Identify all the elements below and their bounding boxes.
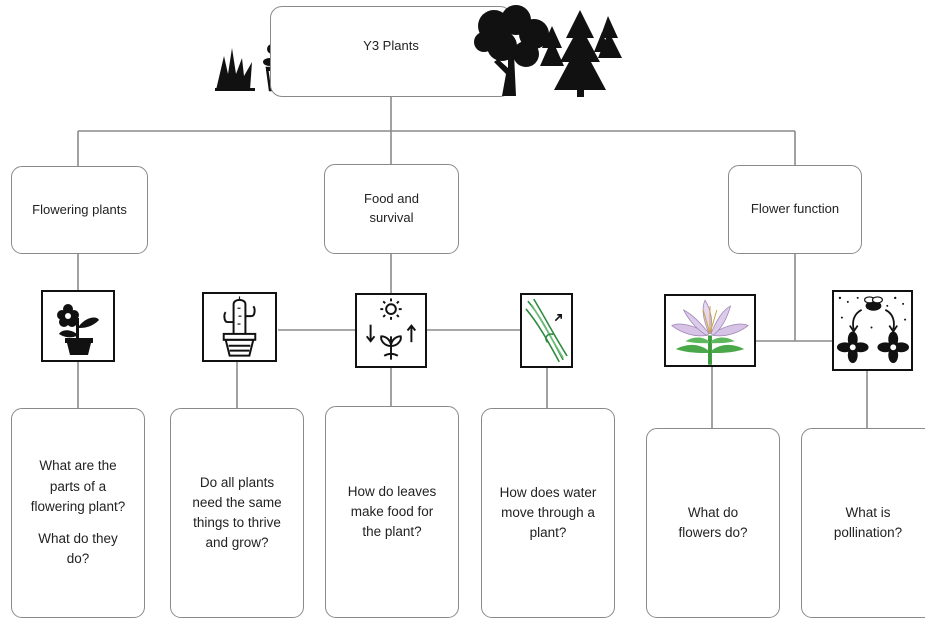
question-3-line-3: the plant?: [362, 524, 422, 540]
question-3-line-2: make food for: [350, 503, 434, 519]
pollination-icon: [832, 290, 913, 371]
question-3-line-1: How do leaves: [347, 483, 437, 499]
question-1b-line-2: do?: [66, 551, 90, 567]
stem-water-icon: [520, 293, 573, 368]
grass-icon: [215, 48, 255, 91]
question-box-plant-needs: Do all plants need the same things to th…: [170, 408, 304, 618]
sun-growth-icon: [355, 293, 427, 368]
tree-icon: [474, 5, 549, 96]
question-6-line-1: What is: [845, 504, 891, 520]
question-2-line-3: things to thrive: [193, 515, 281, 530]
question-2-line-4: and grow?: [205, 535, 269, 551]
question-1-line-3: flowering plant?: [30, 498, 126, 514]
topic-flowering-plants: Flowering plants: [11, 166, 148, 254]
question-2-line-2: need the same: [192, 494, 282, 510]
lily-flower-icon: [664, 294, 756, 367]
question-1b-line-1: What do they: [38, 531, 118, 547]
question-5-line-1: What do: [687, 504, 739, 520]
topic-flower-function-label: Flower function: [750, 201, 840, 217]
topic-flowering-plants-label: Flowering plants: [32, 201, 127, 217]
flower-pot-icon: [41, 290, 115, 362]
cactus-icon: [202, 292, 277, 362]
question-4-line-1: How does water: [499, 484, 597, 500]
topic-food-line-1: Food and: [364, 191, 419, 207]
question-1-line-1: What are the: [39, 458, 117, 474]
question-6-line-2: pollination?: [833, 525, 903, 540]
title-box: Y3 Plants: [270, 6, 512, 97]
topic-food-line-2: survival: [369, 210, 414, 225]
question-4-line-2: move through a: [501, 504, 595, 520]
question-1-line-2: parts of a: [49, 478, 107, 494]
topic-food-and-survival: Food and survival: [324, 164, 459, 254]
question-box-pollination: What is pollination?: [801, 428, 925, 618]
question-2-line-1: Do all plants: [199, 474, 275, 490]
question-box-flowers-do: What do flowers do?: [646, 428, 780, 618]
topic-flower-function: Flower function: [728, 165, 862, 254]
pine-trees-icon: [540, 10, 622, 97]
question-5-line-2: flowers do?: [678, 525, 748, 540]
question-4-line-3: plant?: [529, 525, 567, 541]
question-box-water-movement: How does water move through a plant?: [481, 408, 615, 618]
question-box-parts-of-plant: What are the parts of a flowering plant?…: [11, 408, 145, 618]
page-title: Y3 Plants: [363, 38, 419, 54]
question-box-leaves-food: How do leaves make food for the plant?: [325, 406, 459, 618]
